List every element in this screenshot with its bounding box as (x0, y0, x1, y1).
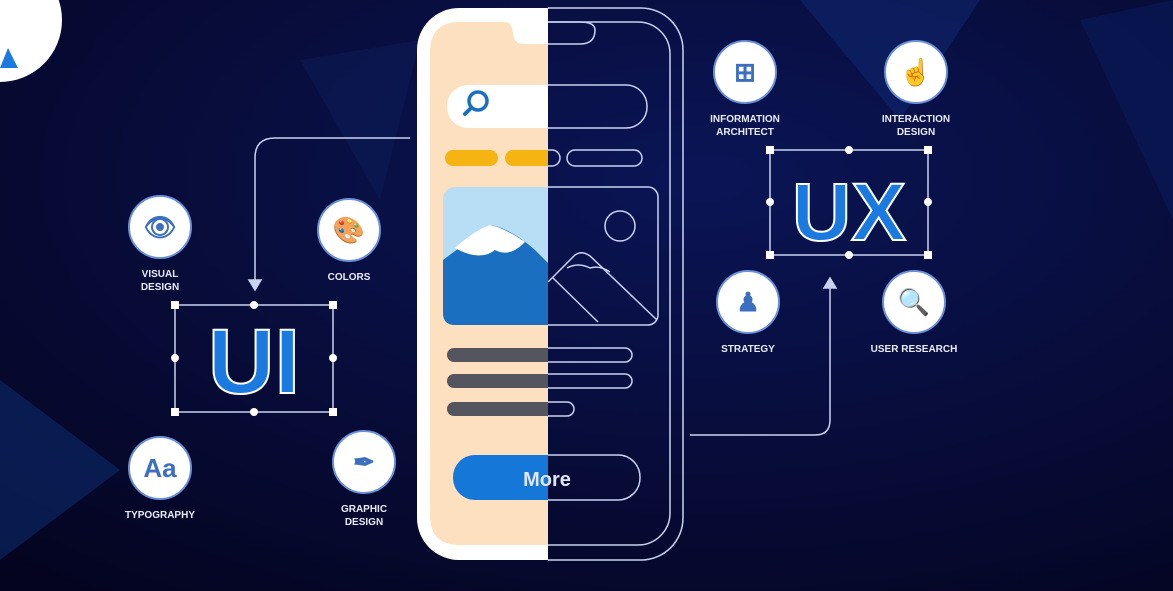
skill-label: DESIGN (141, 282, 179, 293)
eye-icon: 👁 (143, 212, 176, 242)
sitemap-icon: ⊞ (734, 57, 756, 87)
pen-tool-icon: ✒ (353, 447, 375, 477)
skill-graphic-design: ✒ GRAPHIC DESIGN (332, 430, 396, 528)
skill-label: COLORS (328, 272, 371, 283)
skill-label: GRAPHIC (341, 504, 387, 515)
skill-strategy: ♟ STRATEGY (716, 270, 780, 355)
bg-shape (1080, 0, 1173, 220)
pointer-hand-icon: ☝ (900, 56, 932, 88)
ui-title: UI (208, 311, 300, 413)
skill-visual-design: 👁 VISUAL DESIGN (128, 195, 192, 293)
phone-mockup: More (417, 7, 684, 561)
ux-title: UX (792, 167, 906, 258)
skill-label: STRATEGY (721, 344, 775, 355)
skill-label: VISUAL (142, 269, 179, 280)
user-search-icon: 🔍 (898, 285, 930, 317)
search-icon (463, 90, 489, 116)
typography-icon: Aa (143, 453, 177, 483)
palette-icon: 🎨 (333, 214, 365, 245)
skill-user-research: 🔍 USER RESEARCH (871, 270, 958, 355)
skill-colors: 🎨 COLORS (317, 198, 381, 283)
skill-label: DESIGN (345, 517, 383, 528)
more-button[interactable]: More (523, 469, 571, 491)
bg-shape (300, 40, 420, 200)
skill-label: USER RESEARCH (871, 344, 958, 355)
connector-arrows (247, 137, 838, 436)
corner-logo (0, 0, 62, 82)
skill-label: ARCHITECT (716, 127, 774, 138)
skill-information-architect: ⊞ INFORMATION ARCHITECT (710, 40, 780, 138)
skill-label: INTERACTION (882, 114, 950, 125)
skill-interaction-design: ☝ INTERACTION DESIGN (882, 40, 950, 138)
ui-selection-box: UI (171, 301, 337, 416)
skill-label: TYPOGRAPHY (125, 510, 195, 521)
skill-label: DESIGN (897, 127, 935, 138)
ux-selection-box: UX (766, 146, 932, 259)
bg-shape (0, 380, 120, 560)
skill-label: INFORMATION (710, 114, 780, 125)
chess-pawn-icon: ♟ (736, 287, 759, 317)
